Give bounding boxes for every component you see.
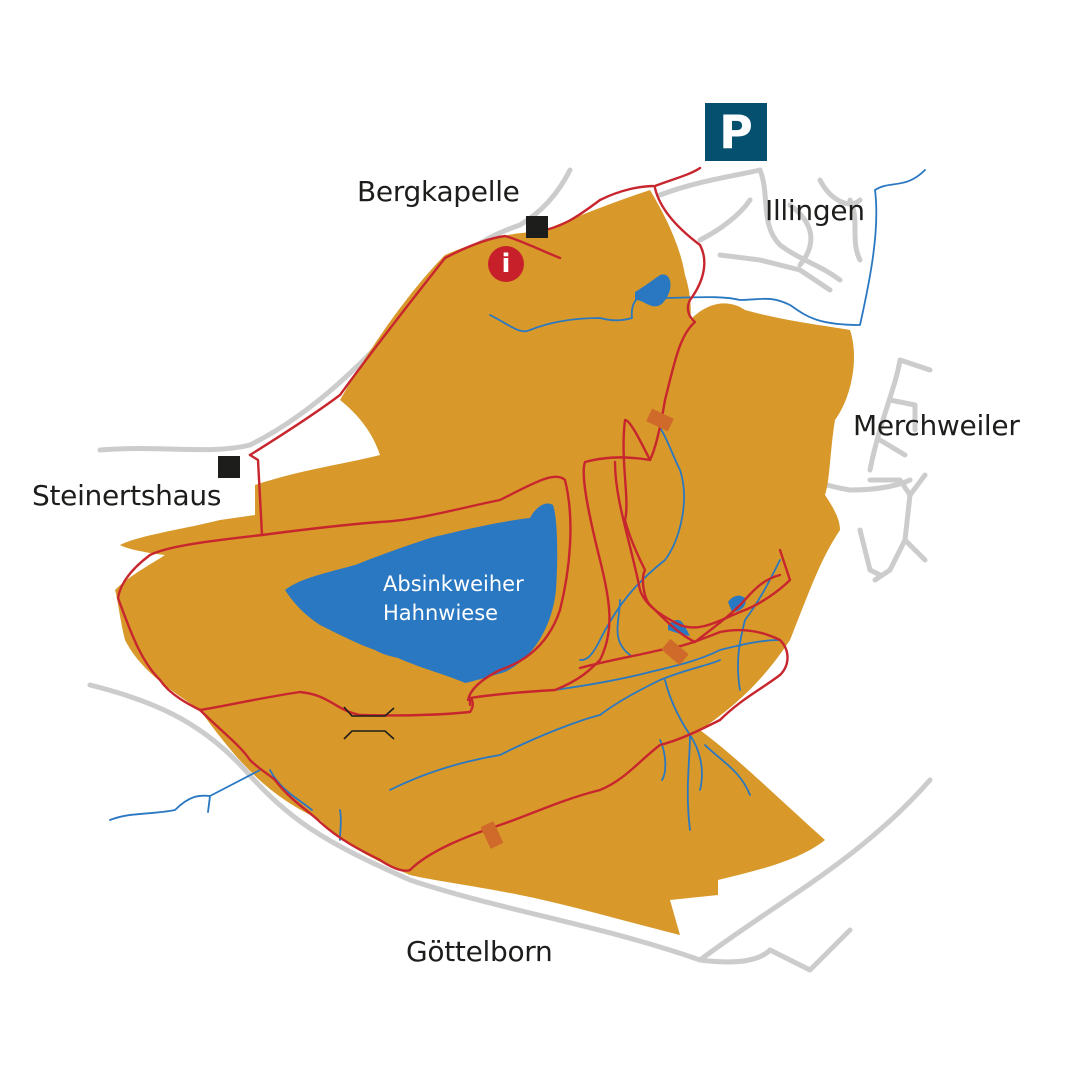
poi-marker-bergkapelle[interactable] [526, 216, 548, 238]
streams [109, 169, 926, 841]
bridge-marker [646, 408, 674, 432]
pond-east [728, 595, 746, 612]
trails [116, 166, 792, 872]
underpass-icon [343, 706, 395, 740]
bridge-markers [480, 408, 689, 849]
lake-label: Absinkweiher Hahnwiese [383, 570, 524, 628]
pond-south [668, 619, 690, 636]
lake-absinkweiher-hahnwiese [285, 503, 558, 683]
info-icon[interactable]: i [488, 246, 524, 282]
place-label-steinertshaus: Steinertshaus [32, 479, 222, 512]
lake-label-line1: Absinkweiher [383, 572, 524, 596]
bridge-marker [661, 638, 689, 666]
bridge-marker [480, 821, 504, 849]
place-label-merchweiler: Merchweiler [853, 409, 1020, 442]
pond-north [635, 274, 671, 307]
place-label-goettelborn: Göttelborn [406, 935, 553, 968]
place-label-illingen: Illingen [765, 194, 865, 227]
parking-icon[interactable]: P [705, 103, 767, 161]
place-label-bergkapelle: Bergkapelle [357, 175, 520, 208]
lake-label-line2: Hahnwiese [383, 601, 499, 625]
poi-marker-steinertshaus[interactable] [218, 456, 240, 478]
